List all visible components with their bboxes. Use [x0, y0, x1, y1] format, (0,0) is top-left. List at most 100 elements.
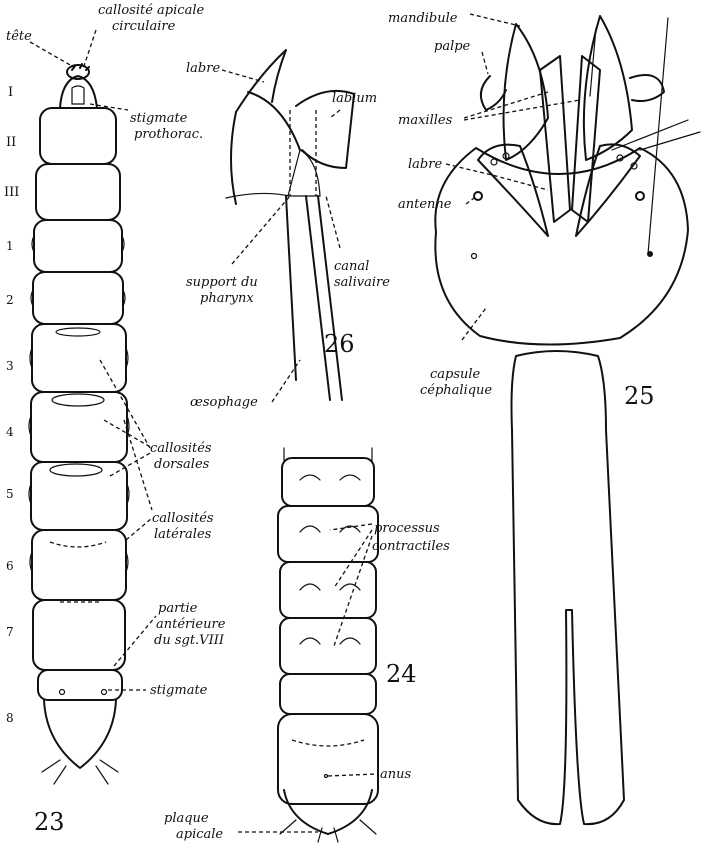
- left-maxilla: [540, 56, 570, 222]
- leader-palpe: [482, 52, 488, 74]
- labrum-pore-1: [491, 159, 497, 165]
- label-callosites-laterales-1: callosités: [152, 511, 214, 526]
- label-plaque-1: plaque: [164, 811, 209, 826]
- label-anus: anus: [380, 767, 411, 782]
- figure-number-24: 24: [386, 660, 417, 688]
- dorsal-line-6: [50, 542, 106, 547]
- segment-7: [33, 600, 125, 670]
- pharynx-dashes: [290, 110, 316, 196]
- fig24-apical-plate: [284, 790, 372, 834]
- lateral-callosities: [29, 236, 129, 572]
- stigma-left: [60, 690, 65, 695]
- anus-point: [325, 775, 328, 778]
- label-antenne: antenne: [398, 197, 452, 212]
- segment-II: [40, 108, 116, 164]
- label-callosites-laterales-2: latérales: [154, 527, 212, 542]
- fig24-cut-edges: [284, 448, 372, 462]
- segment-number-8: 8: [6, 711, 14, 725]
- label-tete: tête: [6, 29, 32, 44]
- segment-1: [34, 220, 122, 272]
- label-support-2: pharynx: [200, 291, 254, 306]
- label-stigmate-prothorac-2: prothorac.: [134, 127, 203, 142]
- head-capsule: [435, 148, 688, 345]
- fig24-setae: [280, 820, 376, 842]
- right-antenna: [636, 192, 644, 200]
- apical-cone: [44, 700, 116, 768]
- segment-number-7: 7: [6, 625, 14, 639]
- leader-anus: [328, 774, 376, 776]
- leader-tete: [30, 42, 72, 66]
- fig24-dorsal-line: [292, 740, 364, 746]
- dorsal-callosity-3: [56, 328, 100, 336]
- fig24-segment-4: [280, 618, 376, 674]
- label-support-1: support du: [186, 275, 258, 290]
- head-setae: [590, 18, 700, 254]
- segment-number-3: 3: [6, 359, 14, 373]
- label-oesophage: œsophage: [190, 395, 258, 410]
- segment-number-6: 6: [6, 559, 14, 573]
- leader-oesophage: [272, 360, 300, 402]
- labrum-inner: [248, 92, 300, 150]
- label-partie-2: antérieure: [156, 617, 226, 632]
- label-mandibule: mandibule: [388, 11, 458, 26]
- body-tube: [512, 351, 625, 824]
- segment-number-5: 5: [6, 487, 14, 501]
- leader-labium: [330, 110, 340, 118]
- fig24-segment-5: [280, 674, 376, 714]
- segment-I: [60, 76, 97, 108]
- label-processus-1: processus: [374, 521, 440, 536]
- label-callosites-dorsales-2: dorsales: [154, 457, 210, 472]
- leader-antenne: [466, 198, 474, 204]
- seta-base-right: [647, 251, 653, 257]
- label-callosites-dorsales-1: callosités: [150, 441, 212, 456]
- fig24-segment-1: [282, 458, 374, 506]
- figure-25-head-capsule: [435, 14, 700, 824]
- label-canal-2: salivaire: [334, 275, 390, 290]
- leader-support-pharynx: [232, 196, 290, 264]
- leader-callosite: [84, 30, 96, 66]
- segment-number-4: 4: [6, 425, 14, 439]
- dorsal-callosity-4: [52, 394, 104, 406]
- segment-number-I: I: [8, 85, 13, 100]
- leader-partie-anterieure: [114, 616, 156, 666]
- fig24-segment-6: [278, 714, 378, 804]
- segment-5: [31, 462, 127, 530]
- figure-number-25: 25: [624, 382, 655, 410]
- figure-24-abdomen: [238, 448, 378, 842]
- labrum-hook: [236, 50, 286, 112]
- segment-8-anterior: [38, 670, 122, 700]
- label-labre-26: labre: [186, 61, 220, 76]
- leader-mandibule: [470, 14, 520, 26]
- segment-number-2: 2: [6, 293, 14, 307]
- leader-labre-25: [446, 164, 548, 190]
- left-labrum-lobe: [478, 145, 548, 236]
- label-canal-1: canal: [334, 259, 369, 274]
- label-partie-3: du sgt.VIII: [154, 633, 225, 648]
- label-labium: labium: [332, 91, 377, 106]
- dorsal-callosity-5: [50, 464, 102, 476]
- left-palp: [481, 76, 506, 110]
- label-callosite-apicale-1: callosité apicale: [98, 3, 204, 18]
- label-capsule-2: céphalique: [420, 383, 492, 398]
- segment-6: [32, 530, 126, 600]
- fig24-segment-2: [278, 506, 378, 562]
- segment-number-1: 1: [6, 239, 14, 253]
- leader-processus: [330, 524, 372, 646]
- segment-number-III: III: [4, 185, 19, 200]
- segment-4: [31, 392, 127, 462]
- stigma-right: [102, 690, 107, 695]
- segment-III: [36, 164, 120, 220]
- apical-setae: [42, 760, 118, 784]
- label-maxilles: maxilles: [398, 113, 453, 128]
- figure-23-larva: [29, 30, 156, 784]
- pharynx-support: [288, 150, 320, 196]
- label-stigmate: stigmate: [150, 683, 208, 698]
- segment-number-II: II: [6, 135, 16, 150]
- labrum-outline: [231, 112, 236, 204]
- label-labre-25: labre: [408, 157, 442, 172]
- label-plaque-2: apicale: [176, 827, 223, 842]
- prothoracic-plate: [72, 86, 84, 104]
- figure-number-23: 23: [34, 808, 65, 836]
